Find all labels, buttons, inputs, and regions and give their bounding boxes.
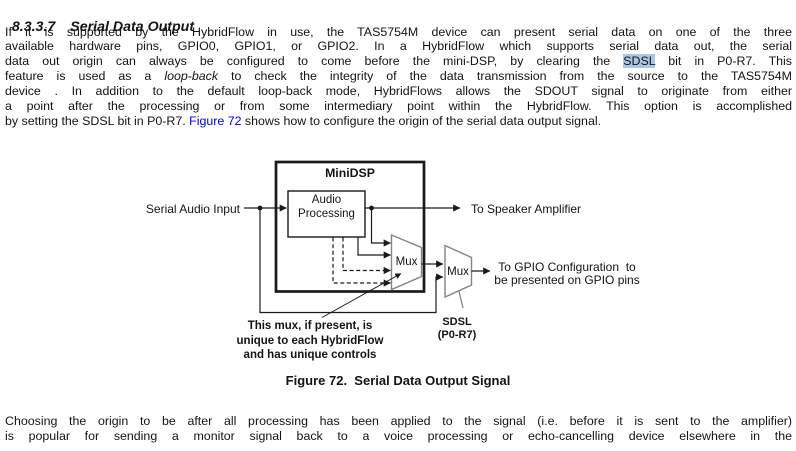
section-number: 8.3.3.7 bbox=[11, 19, 56, 35]
note-arrow bbox=[321, 273, 402, 318]
loopback-rail-line bbox=[259, 208, 444, 314]
mux2-shape bbox=[444, 244, 473, 299]
mux-note-label: This mux, if present, is unique to each … bbox=[236, 320, 384, 362]
section-title: Serial Data Output bbox=[70, 19, 195, 35]
figure-72-link[interactable]: Figure 72 bbox=[189, 113, 242, 128]
text-line: If it is supported by the HybridFlow in … bbox=[5, 25, 792, 40]
paragraph-serial-data-output: If it is supported by the HybridFlow in … bbox=[5, 25, 792, 129]
text-segment: If it is supported by the HybridFlow in … bbox=[5, 24, 792, 39]
text-segment: loop-back bbox=[164, 69, 219, 84]
text-segment: Choosing the origin to be after all proc… bbox=[5, 414, 792, 428]
serial-audio-input-label: Serial Audio Input bbox=[145, 201, 240, 216]
intermediary-tap-dashed-line bbox=[342, 237, 391, 275]
intermediary-tap-dashed-line bbox=[332, 237, 391, 287]
text-line: feature is used as a loop-back to check … bbox=[5, 69, 792, 84]
highlighted-term-sdsl: SDSL bbox=[623, 54, 656, 69]
junction-dot bbox=[369, 205, 374, 211]
text-segment: by setting the SDSL bit in P0-R7. bbox=[5, 113, 190, 128]
text-segment: a point after the processing or from som… bbox=[5, 98, 792, 113]
mux2-label: Mux bbox=[447, 265, 469, 278]
audio-processing-box bbox=[287, 190, 366, 238]
text-segment: feature is used as a bbox=[5, 69, 165, 84]
to-speaker-label: To Speaker Amplifier bbox=[471, 201, 582, 216]
text-segment: shows how to configure the origin of the… bbox=[241, 113, 602, 128]
figure-caption: Figure 72. Serial Data Output Signal bbox=[285, 372, 511, 388]
text-segment: data out origin can always be configured… bbox=[5, 54, 624, 69]
text-line: Choosing the origin to be after all proc… bbox=[5, 414, 792, 429]
audio-processing-label: Audio Processing bbox=[298, 193, 355, 220]
processing-tap-line bbox=[357, 237, 391, 259]
minidsp-box bbox=[274, 160, 426, 293]
text-segment: is popular for sending a monitor signal … bbox=[5, 428, 792, 443]
text-segment: bit in P0-R7. This bbox=[655, 54, 792, 69]
text-line: a point after the processing or from som… bbox=[5, 99, 792, 114]
section-heading: 8.3.3.7 Serial Data Output bbox=[4, 3, 194, 35]
text-line: by setting the SDSL bit in P0-R7. Figure… bbox=[5, 114, 792, 129]
text-line: is popular for sending a monitor signal … bbox=[5, 429, 792, 444]
mux1-label: Mux bbox=[395, 255, 418, 268]
text-segment: to check the integrity of the data trans… bbox=[218, 69, 792, 84]
sdsl-control-label: SDSL (P0-R7) bbox=[437, 315, 477, 342]
text-line: data out origin can always be configured… bbox=[5, 54, 792, 69]
text-segment: device . In addition to the default loop… bbox=[5, 84, 792, 99]
text-line: device . In addition to the default loop… bbox=[5, 84, 792, 99]
paragraph-choosing-origin: Choosing the origin to be after all proc… bbox=[5, 414, 792, 444]
text-line: available hardware pins, GPIO0, GPIO1, o… bbox=[5, 39, 792, 54]
text-segment: available hardware pins, GPIO0, GPIO1, o… bbox=[5, 39, 792, 54]
sdsl-pointer-line bbox=[458, 291, 464, 309]
junction-dot bbox=[257, 205, 263, 211]
post-processing-tap-line bbox=[370, 208, 391, 247]
minidsp-label: MiniDSP bbox=[325, 165, 375, 180]
to-gpio-label: To GPIO Configuration to be presented on… bbox=[494, 259, 640, 288]
